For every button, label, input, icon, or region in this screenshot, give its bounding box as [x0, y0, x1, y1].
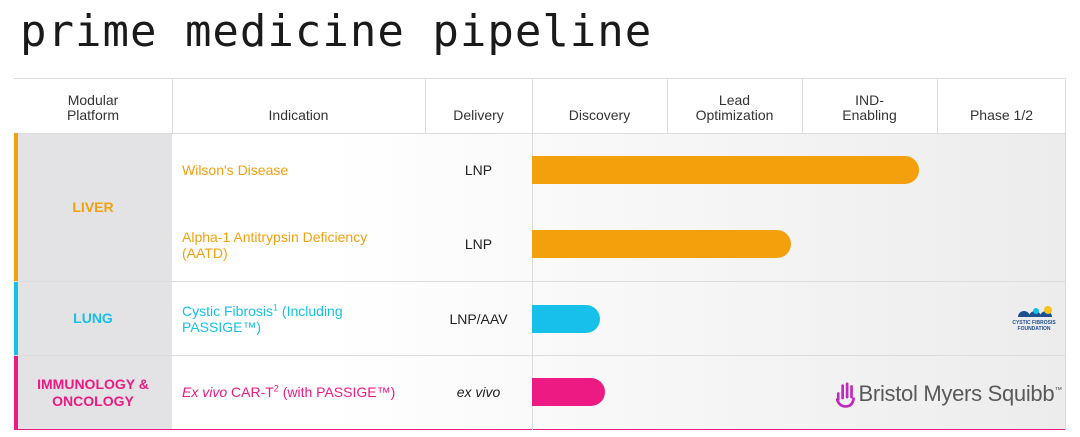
header-indication: Indication: [268, 107, 329, 123]
liver-accent-bar: [14, 133, 18, 281]
bms-hand-icon: [836, 382, 856, 408]
group-label-liver: LIVER: [72, 198, 114, 215]
delivery-wilsons: LNP: [464, 162, 493, 178]
indication-aatd: Alpha-1 Antitrypsin Deficiency(AATD): [182, 229, 368, 261]
grid-line-v2: [425, 78, 426, 133]
progress-bar-aatd: [532, 230, 792, 258]
grid-line-v6: [937, 78, 938, 133]
grid-line-bottom: [14, 429, 1066, 430]
progress-bar-car-t: [532, 378, 605, 406]
bms-logo-text: Bristol Myers Squibb™: [858, 381, 1063, 406]
header-stage-discovery: Discovery: [568, 107, 631, 123]
immuno-accent-bar: [14, 356, 18, 429]
delivery-aatd: LNP: [464, 236, 493, 252]
grid-line-v5: [802, 78, 803, 133]
delivery-car-t: ex vivo: [456, 384, 501, 400]
lung-accent-bar: [14, 282, 18, 355]
progress-bar-wilsons: [532, 156, 920, 184]
grid-line-liver: [14, 281, 1066, 282]
group-label-immuno: IMMUNOLOGY &ONCOLOGY: [37, 375, 149, 409]
grid-line-header: [14, 133, 1066, 134]
delivery-cystic-fibrosis: LNP/AAV: [449, 311, 508, 327]
cff-logo-icon: [1018, 306, 1052, 317]
header-delivery: Delivery: [453, 107, 504, 123]
grid-line-v1: [172, 78, 173, 133]
page-title: prime medicine pipeline: [20, 6, 653, 57]
grid-line-top: [14, 78, 1066, 79]
grid-line-lung: [14, 355, 1066, 356]
progress-bar-cystic-fibrosis: [532, 305, 600, 333]
grid-line-right: [1065, 78, 1066, 430]
grid-line-v4: [667, 78, 668, 133]
group-label-lung: LUNG: [73, 310, 113, 326]
header-stage-ind-enabling: IND-Enabling: [842, 92, 897, 123]
indication-car-t: Ex vivo CAR-T2 (with PASSIGE™): [182, 383, 396, 400]
header-stage-phase-1-2: Phase 1/2: [969, 107, 1034, 123]
indication-wilsons: Wilson's Disease: [182, 162, 289, 178]
bms-logo: Bristol Myers Squibb™: [836, 376, 1062, 412]
